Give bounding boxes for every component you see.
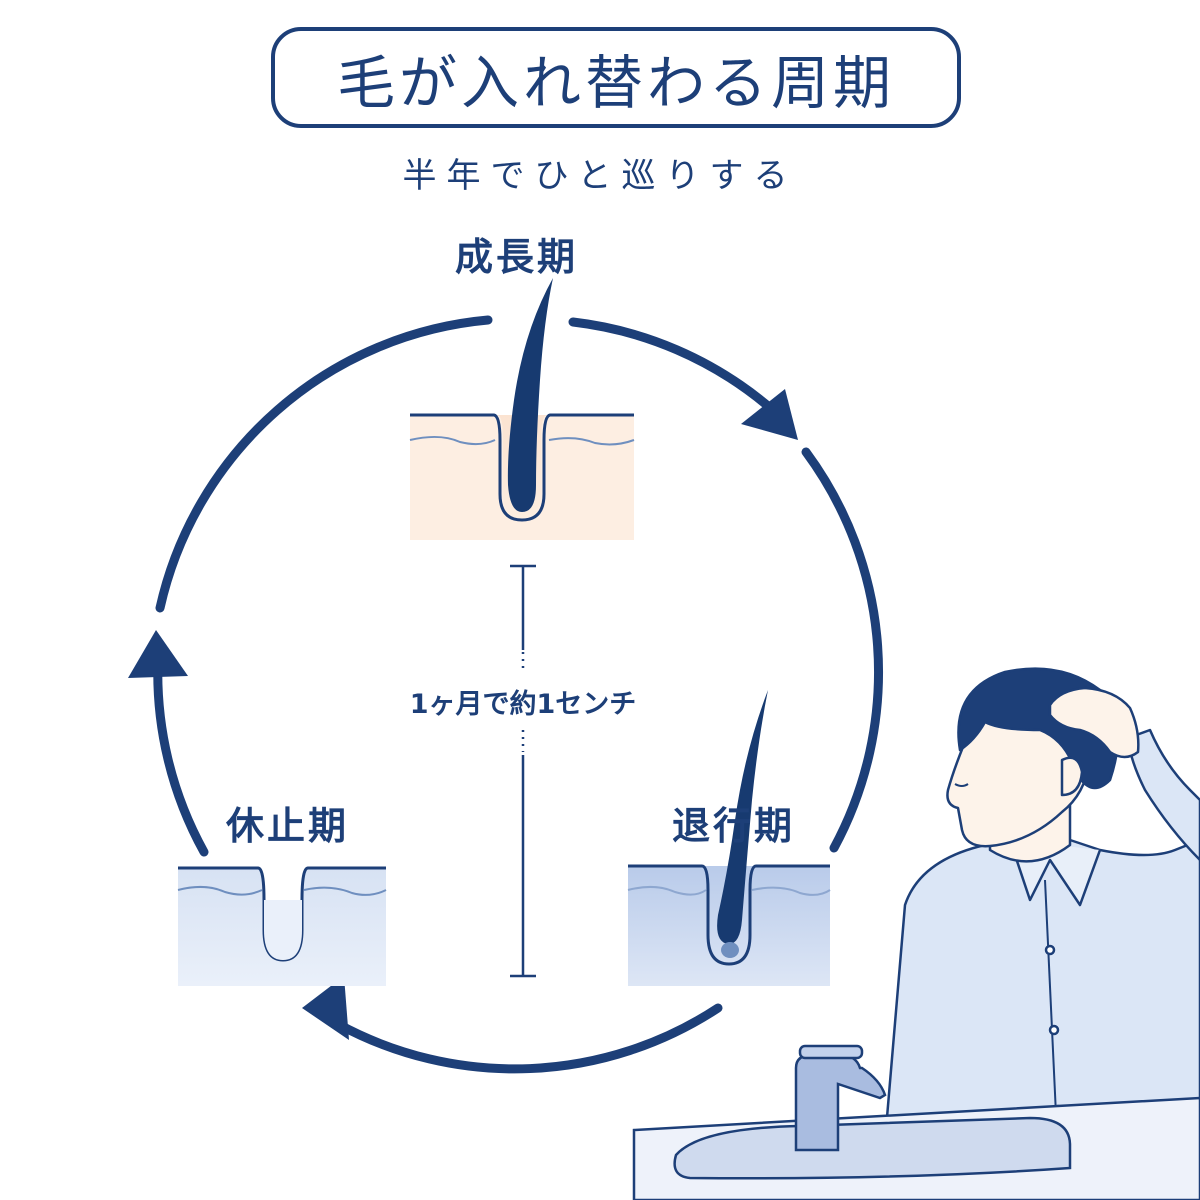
- arrowhead-left-icon: [302, 976, 349, 1040]
- regression-phase-skin: [627, 690, 831, 986]
- arrowhead-right-icon: [741, 389, 798, 440]
- title-box: 毛が入れ替わる周期: [271, 27, 961, 128]
- growth-phase-skin: [409, 278, 635, 540]
- growth-rate-label: 1ヶ月で約1センチ: [373, 676, 673, 727]
- regression-hair-icon: [717, 690, 768, 945]
- regression-phase-label: 退行期: [672, 804, 796, 848]
- arc-growth-to-regression: [568, 317, 773, 411]
- rest-phase-label: 休止期: [226, 804, 350, 848]
- page-subtitle: 半年でひと巡りする: [402, 156, 798, 196]
- cycle-arrows: [153, 315, 884, 1074]
- growth-hair-icon: [507, 278, 553, 512]
- page-title: 毛が入れ替わる周期: [336, 48, 895, 117]
- measurement-bar: [510, 564, 536, 978]
- faucet-icon: [794, 1053, 887, 1152]
- arc-rest-to-growth: [155, 315, 493, 613]
- growth-phase-label: 成長期: [455, 235, 579, 279]
- sink-illustration: [632, 1044, 1200, 1200]
- ear: [1060, 756, 1084, 797]
- rest-phase-skin: [177, 866, 387, 986]
- arc-regression-to-rest: [333, 1003, 723, 1074]
- arc-regression-side: [801, 447, 884, 853]
- hand: [1048, 686, 1140, 759]
- arc-rest-side: [153, 655, 209, 857]
- sink-basin: [673, 1116, 1072, 1180]
- arrowhead-up-icon: [128, 630, 188, 678]
